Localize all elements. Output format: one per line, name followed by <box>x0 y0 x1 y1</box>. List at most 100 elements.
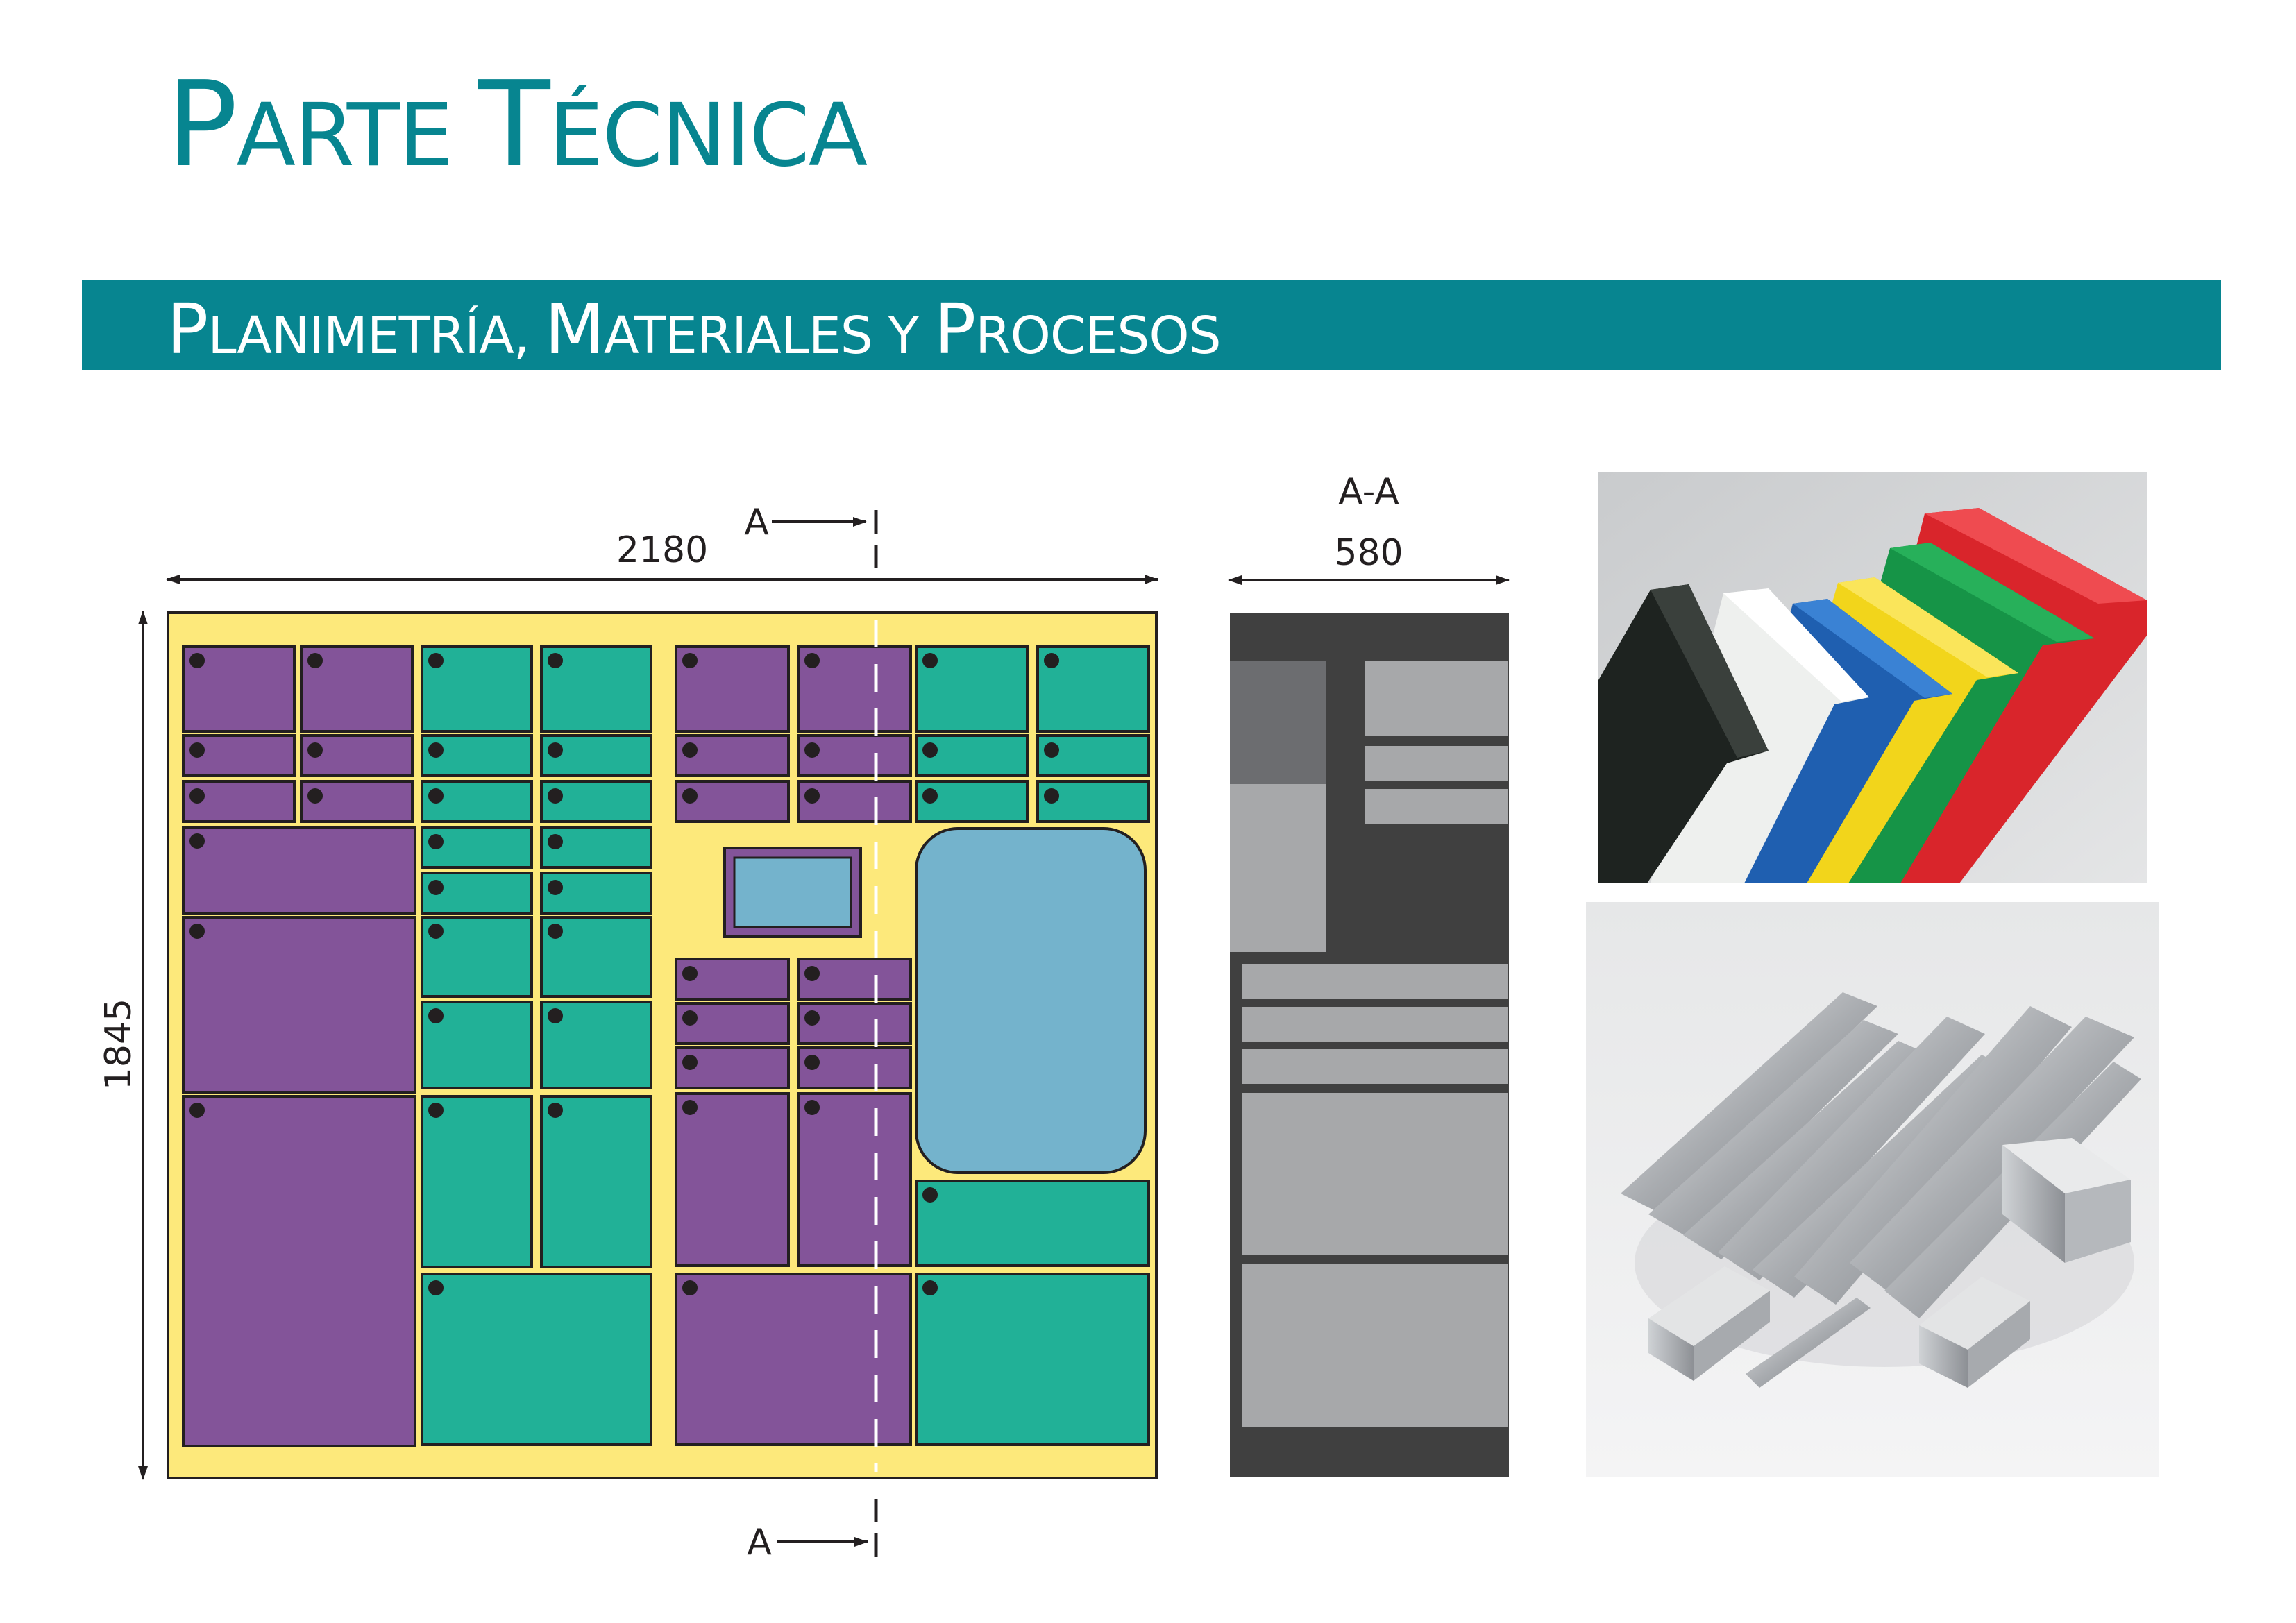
drawer <box>182 826 416 915</box>
drawer-handle-dot <box>189 653 205 668</box>
height-dimension: 1845 <box>98 611 148 1480</box>
section-shelf <box>1365 789 1508 824</box>
drawer-handle-dot <box>428 834 444 849</box>
drawer <box>675 645 790 733</box>
section-banner: PLANIMETRÍA, MATERIALES Y PROCESOS <box>82 280 2221 370</box>
drawer-handle-dot <box>307 788 323 804</box>
drawer-handle-dot <box>804 1010 820 1026</box>
drawer-handle-dot <box>189 1103 205 1118</box>
drawer-handle-dot <box>548 924 563 939</box>
drawer-handle-dot <box>428 1008 444 1023</box>
drawer <box>421 1273 652 1446</box>
drawer-handle-dot <box>682 966 698 981</box>
drawer-handle-dot <box>804 1100 820 1115</box>
drawer-handle-dot <box>1044 742 1059 758</box>
section-top-drawer-dark <box>1230 661 1326 784</box>
height-dimension-label: 1845 <box>98 999 140 1090</box>
section-shelf <box>1242 1049 1508 1084</box>
drawer-handle-dot <box>548 1103 563 1118</box>
drawer-handle-dot <box>682 742 698 758</box>
section-shelf <box>1242 1007 1508 1042</box>
drawer <box>421 1095 533 1268</box>
drawer <box>421 1001 533 1089</box>
drawer-handle-dot <box>804 788 820 804</box>
center-tray-bin <box>733 856 852 928</box>
drawer-handle-dot <box>804 1055 820 1070</box>
section-view: A-A 580 <box>1228 471 1510 1477</box>
drawer <box>182 1095 416 1447</box>
drawer-handle-dot <box>682 653 698 668</box>
section-shelf <box>1365 661 1508 736</box>
drawer-handle-dot <box>428 880 444 895</box>
drawer <box>675 1092 790 1267</box>
drawer-handle-dot <box>922 1187 938 1203</box>
drawer-handle-dot <box>548 742 563 758</box>
drawer-handle-dot <box>428 653 444 668</box>
section-marker-top: A <box>744 502 878 577</box>
drawer-handle-dot <box>428 1280 444 1295</box>
drawer <box>421 826 533 869</box>
drawer-handle-dot <box>682 1010 698 1026</box>
black-sheet <box>1598 584 1769 883</box>
section-heading: PLANIMETRÍA, MATERIALES Y PROCESOS <box>167 289 1222 370</box>
drawer-handle-dot <box>307 742 323 758</box>
drawer-handle-dot <box>682 1280 698 1295</box>
drawer-handle-dot <box>922 788 938 804</box>
section-shelf <box>1242 1264 1508 1427</box>
section-view-title: A-A <box>1338 471 1399 513</box>
drawer-handle-dot <box>548 1008 563 1023</box>
drawer-handle-dot <box>804 966 820 981</box>
drawer-handle-dot <box>189 924 205 939</box>
page-title: PARTE TÉCNICA <box>167 56 868 194</box>
section-marker-bottom-label: A <box>747 1522 772 1563</box>
drawer-grid <box>182 645 1150 1447</box>
section-shelf <box>1365 746 1508 781</box>
drawer-handle-dot <box>548 788 563 804</box>
drawer <box>797 1046 912 1089</box>
section-top-drawer-light <box>1230 784 1326 952</box>
drawer-handle-dot <box>922 1280 938 1295</box>
drawer-handle-dot <box>428 742 444 758</box>
plastic-sheets-photo <box>1598 472 2147 883</box>
drawer-handle-dot <box>682 788 698 804</box>
drawer-handle-dot <box>1044 788 1059 804</box>
section-marker-bottom: A <box>747 1499 878 1563</box>
rectangular-tube <box>2002 1138 2131 1263</box>
drawer-handle-dot <box>548 653 563 668</box>
drawer-handle-dot <box>922 742 938 758</box>
drawer-handle-dot <box>682 1100 698 1115</box>
drawer <box>300 734 414 777</box>
drawer-handle-dot <box>189 833 205 849</box>
aluminum-profiles-photo <box>1586 902 2159 1477</box>
section-marker-top-label: A <box>744 502 769 543</box>
profile-bundle <box>1621 992 2141 1318</box>
drawer <box>797 1092 912 1267</box>
drawer-handles <box>189 653 1059 1295</box>
width-dimension-label: 2180 <box>616 529 708 571</box>
front-view <box>167 611 1158 1479</box>
drawer-handle-dot <box>548 880 563 895</box>
drawer-handle-dot <box>922 653 938 668</box>
drawer-handle-dot <box>307 653 323 668</box>
large-bin <box>915 827 1147 1174</box>
drawer <box>540 1095 652 1268</box>
small-tube <box>1648 1266 2030 1388</box>
section-shelf <box>1242 1093 1508 1255</box>
drawer-handle-dot <box>804 742 820 758</box>
drawer-handle-dot <box>682 1055 698 1070</box>
drawer-handle-dot <box>189 788 205 804</box>
depth-dimension-label: 580 <box>1334 532 1403 574</box>
drawer-handle-dot <box>428 924 444 939</box>
drawer-handle-dot <box>428 788 444 804</box>
drawer-handle-dot <box>548 834 563 849</box>
drawer <box>675 1273 912 1446</box>
drawer <box>182 916 416 1094</box>
drawer <box>915 1273 1150 1446</box>
width-dimension: 2180 <box>166 529 1158 584</box>
drawer-handle-dot <box>1044 653 1059 668</box>
drawer-handle-dot <box>428 1103 444 1118</box>
drawer <box>540 780 652 823</box>
drawer <box>915 1180 1150 1267</box>
drawer-handle-dot <box>804 653 820 668</box>
